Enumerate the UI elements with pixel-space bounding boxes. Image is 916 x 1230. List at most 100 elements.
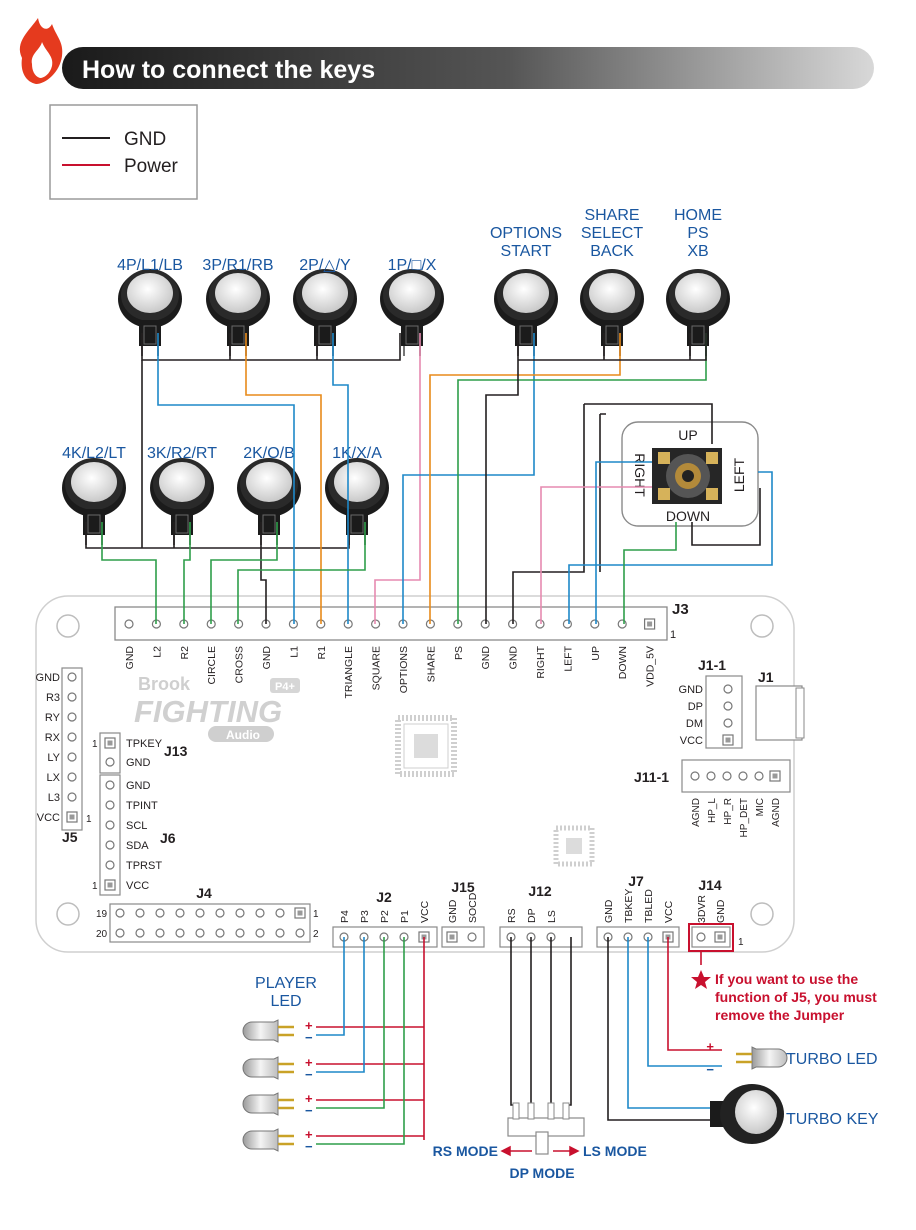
j13-pin1-marker: 1: [92, 739, 98, 750]
j6-pin-tpint: [105, 800, 115, 810]
j11-1-pin-mic: [754, 771, 764, 781]
j1-1-pin-dp: [723, 701, 733, 711]
j6-pin-gnd: [105, 780, 115, 790]
j4-pin-1: 1: [313, 909, 319, 920]
j3-pin-label: GND: [124, 646, 136, 670]
j7-connector: [596, 926, 680, 948]
joystick-up-label: UP: [678, 427, 697, 443]
svg-text:FIGHTING: FIGHTING: [134, 694, 282, 729]
j6-pin-scl: [105, 820, 115, 830]
j4-name: J4: [196, 885, 212, 901]
j11-1-pin-label: MIC: [755, 798, 766, 816]
player-led-1: [242, 1019, 294, 1043]
joystick-down-label: DOWN: [666, 508, 710, 524]
joystick-right-label: RIGHT: [632, 453, 648, 497]
player-led-p2: [316, 937, 385, 1109]
button-label: START: [501, 243, 552, 260]
j2-name: J2: [376, 889, 392, 905]
led-minus-sign: −: [305, 1139, 313, 1154]
j3-pin-label: GND: [261, 646, 273, 670]
turbo-key-gnd: [607, 937, 714, 1121]
j5-pin-label: R3: [46, 692, 60, 704]
wire-func-gnd-bus: [518, 333, 707, 361]
j3-pin-label: LEFT: [562, 645, 574, 671]
j6-pin1-marker: 1: [92, 881, 98, 892]
j15-pin-gnd-core: [449, 934, 455, 940]
j11-1-pin-label: AGND: [771, 798, 782, 827]
turbo-led-label: TURBO LED: [786, 1051, 878, 1068]
pcb-board: Brook FIGHTING P4+ Audio: [35, 595, 795, 953]
j11-1-pin-hp_l: [706, 771, 716, 781]
j14-name: J14: [698, 877, 722, 893]
button-label: OPTIONS: [490, 225, 562, 242]
mode-wire-gnd: [566, 937, 572, 1106]
j2-pin-label: P2: [379, 910, 391, 923]
button-label: SELECT: [581, 225, 643, 242]
j3-pin-label: OPTIONS: [398, 646, 410, 693]
j1-1-pin-dm: [723, 718, 733, 728]
jumper-note: If you want to use the: [715, 971, 858, 987]
button-label: XB: [687, 243, 708, 260]
wire-right: [540, 486, 652, 624]
wire-options: [402, 333, 535, 624]
j15-pin-label: SOCD: [467, 892, 479, 923]
j3-pin-label: SHARE: [425, 646, 437, 682]
j3-pin-label: L1: [288, 646, 300, 658]
gnd-wire-to-j3: [260, 548, 267, 624]
j6-pin-label: SCL: [126, 820, 147, 832]
j4-pin: [275, 908, 285, 918]
wire-joystick-gnd-b: [599, 413, 606, 572]
arcade-button-2k: [237, 458, 301, 545]
header-banner: How to connect the keys: [19, 18, 874, 89]
j4-pin: [275, 928, 285, 938]
j3-pin-left: [562, 619, 573, 629]
player-led-power: [316, 937, 425, 1140]
turbo-key-label: TURBO KEY: [786, 1111, 879, 1128]
legend-gnd-label: GND: [124, 129, 166, 150]
player-led-p4: [316, 937, 345, 1036]
j1-1-name: J1-1: [698, 657, 726, 673]
j13-name: J13: [164, 743, 188, 759]
j6-pin-label: TPINT: [126, 800, 158, 812]
j7-pin-label: VCC: [663, 900, 675, 923]
j4-pin: [215, 908, 225, 918]
gnd-wire-top-row: [141, 333, 401, 361]
j1-usb-lip: [795, 687, 805, 739]
j4-pin: [175, 908, 185, 918]
button-label: 1K/X/A: [332, 445, 382, 462]
j5-pin-gnd: [67, 672, 77, 682]
j6-pin-vcc-core: [107, 882, 113, 888]
wire-l2: [101, 522, 157, 624]
j3-pin-up: [590, 619, 600, 629]
joystick-left-label: LEFT: [731, 457, 747, 492]
player-led-label: LED: [270, 993, 301, 1010]
j4-pin: [155, 928, 165, 938]
j6-pin-tprst: [105, 860, 115, 870]
wire-triangle: [332, 333, 349, 624]
j11-1-pin-hp_det: [738, 771, 748, 781]
j4-pin: [175, 928, 185, 938]
j5-pin-l3: [67, 792, 77, 802]
j4-pin: [155, 908, 165, 918]
j3-pin-label: GND: [480, 646, 492, 670]
brook-fighting-logo: Brook FIGHTING P4+ Audio: [134, 674, 300, 742]
j1-1-pin-label: GND: [679, 684, 704, 696]
wire-up: [595, 461, 652, 624]
j7-pin-label: TBLED: [643, 889, 655, 923]
j3-pin-label: SQUARE: [371, 646, 383, 690]
j14-pin1-marker: 1: [738, 937, 744, 948]
gnd-wire-bottom-row: [85, 522, 350, 549]
j5-pin-label: VCC: [37, 812, 60, 824]
j3-pin-label: CIRCLE: [206, 646, 218, 685]
arcade-button-3k: [150, 458, 214, 545]
arcade-button-func-0: [494, 269, 558, 356]
turbo-key-button: [710, 1084, 784, 1144]
joystick: [621, 421, 759, 527]
j4-pin: [115, 908, 125, 918]
button-label: 3K/R2/RT: [147, 445, 217, 462]
j14-pin-gnd-core: [717, 934, 723, 940]
j13-pin-label: GND: [126, 757, 151, 769]
j5-pin-label: RY: [45, 712, 61, 724]
j3-pin-label: TRIANGLE: [343, 646, 355, 699]
